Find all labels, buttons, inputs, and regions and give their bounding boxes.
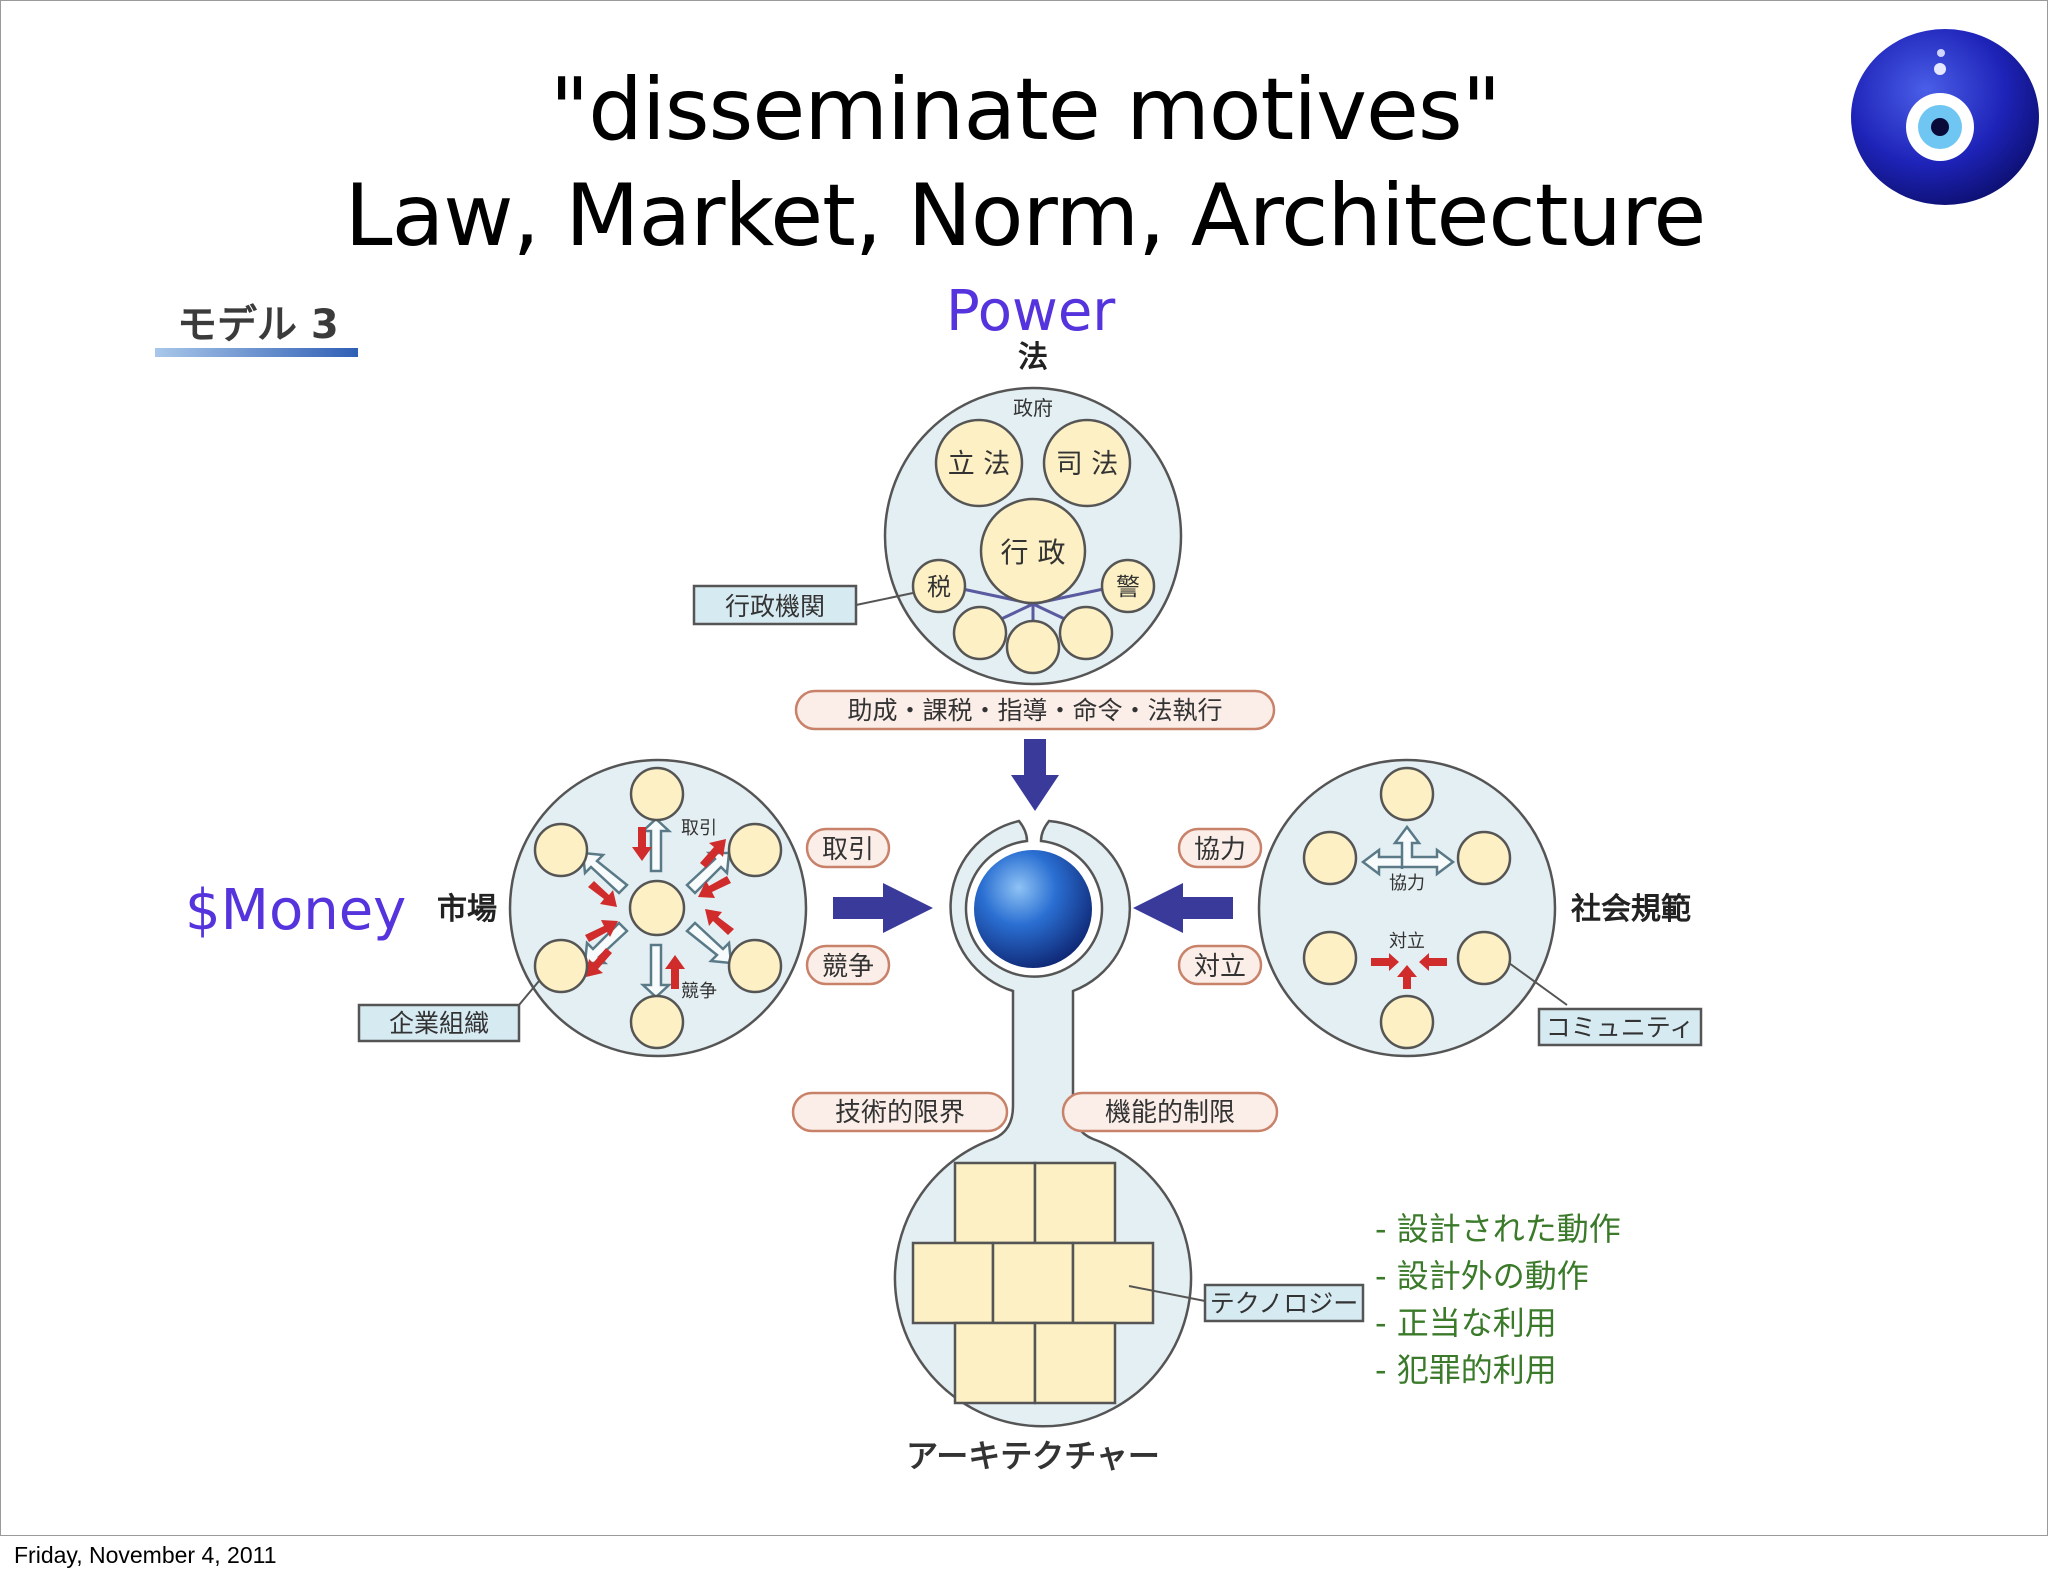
market-label: 市場 xyxy=(437,892,497,927)
architecture-blocks xyxy=(911,1161,1155,1405)
norms-cooperation-small: 協力 xyxy=(1389,873,1425,894)
market-right-arrow xyxy=(833,883,933,933)
trade-pill xyxy=(805,827,891,869)
model-diagram: モデル 3 Power $Money 法 政府 立 法 司 法 行 政 税 警 xyxy=(155,279,1703,1475)
administration-label: 行 政 xyxy=(1001,536,1066,569)
law-actions-pill xyxy=(794,689,1276,731)
norms-cooperation-arrows xyxy=(1360,824,1456,877)
footer-date: Friday, November 4, 2011 xyxy=(14,1542,277,1568)
competition-pill-label: 競争 xyxy=(822,952,874,982)
police-node xyxy=(1100,558,1156,614)
agency-node xyxy=(952,605,1008,661)
norms-label: 社会規範 xyxy=(1571,892,1691,927)
government-label: 政府 xyxy=(1013,396,1053,420)
tech-tag-leader xyxy=(1128,1285,1206,1302)
legislature-label: 立 法 xyxy=(948,449,1011,480)
market-competition-small: 競争 xyxy=(681,981,717,1002)
agency-node xyxy=(1005,619,1061,675)
org-tag xyxy=(357,1003,521,1043)
market-trade-small: 取引 xyxy=(681,818,717,839)
community-tag xyxy=(1537,1007,1703,1047)
market-node-center xyxy=(628,879,686,937)
cooperation-pill xyxy=(1177,827,1263,869)
norms-node xyxy=(1456,830,1512,886)
norms-left-arrow xyxy=(1133,883,1233,933)
org-tag-label: 企業組織 xyxy=(389,1009,489,1038)
judiciary-node xyxy=(1042,418,1132,508)
law-label: 法 xyxy=(1018,340,1048,375)
model-label-underline xyxy=(155,348,358,357)
market-node xyxy=(533,822,589,878)
tax-label: 税 xyxy=(927,573,951,601)
administration-node xyxy=(979,497,1087,605)
cooperation-pill-label: 協力 xyxy=(1194,835,1246,865)
agency-tag-label: 行政機関 xyxy=(725,592,825,621)
law-down-arrow xyxy=(1011,739,1059,811)
conflict-pill-label: 対立 xyxy=(1194,952,1246,982)
power-annotation: Power xyxy=(946,279,1116,344)
norms-node xyxy=(1379,994,1435,1050)
model-label: モデル 3 xyxy=(177,302,339,348)
market-node xyxy=(629,766,685,822)
police-label: 警 xyxy=(1116,573,1140,601)
design-list-item: - 正当な利用 xyxy=(1375,1304,1557,1342)
tech-limit-label: 技術的限界 xyxy=(835,1098,965,1128)
community-tag-label: コミュニティ xyxy=(1546,1013,1695,1042)
design-list-item: - 設計外の動作 xyxy=(1375,1257,1589,1295)
tech-tag-label: テクノロジー xyxy=(1210,1289,1359,1318)
agency-node xyxy=(1058,605,1114,661)
func-limit-label: 機能的制限 xyxy=(1105,1098,1235,1128)
slide-title-line-1: "disseminate motives" xyxy=(549,60,1502,160)
legislature-node xyxy=(934,418,1024,508)
market-node xyxy=(727,822,783,878)
judiciary-label: 司 法 xyxy=(1056,449,1119,480)
design-list-item: - 犯罪的利用 xyxy=(1375,1351,1557,1389)
law-actions-label: 助成・課税・指導・命令・法執行 xyxy=(847,696,1222,725)
community-tag-leader xyxy=(1508,962,1568,1006)
org-tag-leader xyxy=(518,980,540,1006)
norms-node xyxy=(1302,830,1358,886)
agency-tag xyxy=(692,584,858,626)
architecture-label: アーキテクチャー xyxy=(906,1437,1160,1475)
market-node xyxy=(533,938,589,994)
market-node xyxy=(727,938,783,994)
money-annotation: $Money xyxy=(185,878,406,943)
norms-node xyxy=(1302,930,1358,986)
conflict-pill xyxy=(1177,944,1263,986)
design-list-item: - 設計された動作 xyxy=(1375,1210,1621,1248)
tax-node xyxy=(911,558,967,614)
norms-node xyxy=(1456,930,1512,986)
norms-conflict-small: 対立 xyxy=(1389,931,1425,952)
norms-conflict-arrows xyxy=(1371,953,1447,989)
func-limit-pill xyxy=(1061,1091,1279,1133)
market-red-arrows xyxy=(585,827,734,989)
tech-tag xyxy=(1203,1283,1365,1323)
slide-title-line-2: Law, Market, Norm, Architecture xyxy=(344,166,1707,266)
competition-pill xyxy=(805,944,891,986)
agency-tag-leader xyxy=(855,592,914,606)
slide: "disseminate motives" Law, Market, Norm,… xyxy=(0,0,2048,1536)
trade-pill-label: 取引 xyxy=(822,835,874,865)
center-ball xyxy=(974,850,1092,968)
norms-node xyxy=(1379,766,1435,822)
evil-eye-icon xyxy=(1851,29,2039,205)
market-node xyxy=(629,994,685,1050)
tech-limit-pill xyxy=(791,1091,1009,1133)
